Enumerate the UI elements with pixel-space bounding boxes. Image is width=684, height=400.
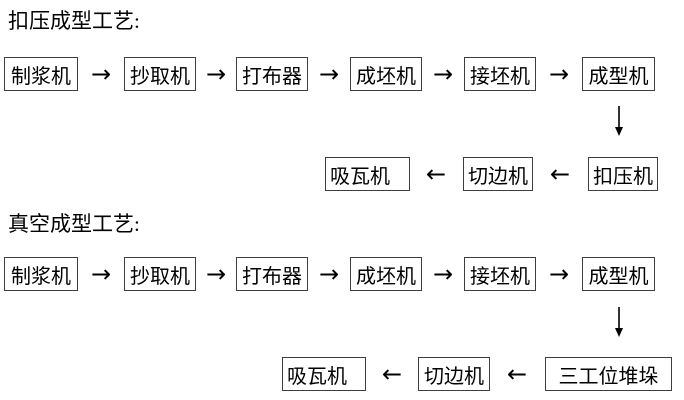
flow-box: 三工位堆垛 (545, 357, 672, 391)
flow-box: 抄取机 (124, 257, 196, 291)
flow-box: 接坯机 (464, 57, 536, 91)
section-1-title: 扣压成型工艺: (8, 9, 140, 33)
flow-box: 接坯机 (464, 257, 536, 291)
arrow-right-icon: → (205, 60, 227, 88)
flow-box: 制浆机 (4, 57, 78, 91)
arrow-right-icon: → (548, 260, 570, 288)
flow-box: 扣压机 (588, 157, 658, 191)
flow-box: 成型机 (582, 57, 655, 91)
flow-box: 抄取机 (124, 57, 196, 91)
arrow-down-icon (615, 106, 623, 136)
arrow-left-icon: ← (506, 360, 528, 388)
flow-box: 打布器 (236, 57, 308, 91)
flow-box: 制浆机 (4, 257, 78, 291)
arrow-right-icon: → (205, 260, 227, 288)
section-2-title: 真空成型工艺: (8, 212, 140, 236)
arrow-right-icon: → (318, 260, 340, 288)
arrow-right-icon: → (432, 260, 454, 288)
arrow-right-icon: → (432, 60, 454, 88)
flow-box: 成型机 (582, 257, 655, 291)
arrow-down-icon (615, 307, 623, 337)
arrow-right-icon: → (90, 60, 112, 88)
arrow-right-icon: → (318, 60, 340, 88)
flow-box: 吸瓦机 (325, 157, 410, 191)
arrow-left-icon: ← (381, 360, 403, 388)
arrow-right-icon: → (548, 60, 570, 88)
arrow-left-icon: ← (425, 160, 447, 188)
flow-box: 切边机 (418, 357, 490, 391)
flow-box: 吸瓦机 (282, 357, 366, 391)
flow-box: 切边机 (463, 157, 533, 191)
arrow-right-icon: → (90, 260, 112, 288)
flow-box: 成坯机 (350, 57, 422, 91)
arrow-left-icon: ← (549, 160, 571, 188)
flow-box: 打布器 (236, 257, 308, 291)
flow-box: 成坯机 (350, 257, 422, 291)
